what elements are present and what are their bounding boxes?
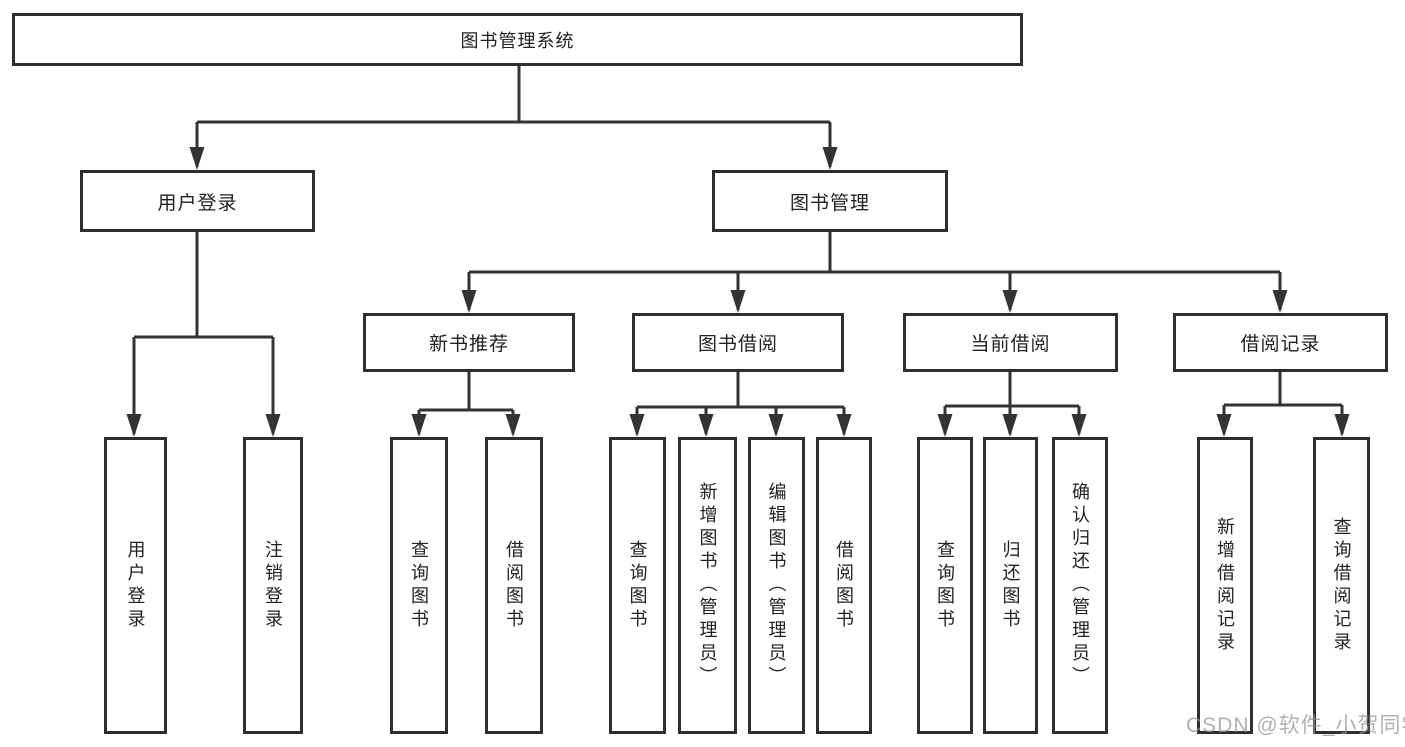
leaf-confirm-return-admin-label: 确认归还（管理员） — [1070, 482, 1090, 689]
leaf-query-borrow-record-label: 查询借阅记录 — [1331, 516, 1352, 655]
leaf-query-books-1: 查询图书 — [390, 437, 448, 734]
leaf-edit-books-admin-label: 编辑图书（管理员） — [766, 482, 787, 689]
leaf-user-login-label: 用户登录 — [125, 539, 146, 632]
leaf-add-books-admin-label: 新增图书（管理员） — [697, 482, 718, 689]
leaf-query-borrow-record: 查询借阅记录 — [1313, 437, 1370, 734]
leaf-confirm-return-admin: 确认归还（管理员） — [1052, 437, 1108, 734]
node-book-management: 图书管理 — [712, 170, 948, 232]
leaf-logout-label: 注销登录 — [263, 539, 283, 632]
leaf-user-login: 用户登录 — [104, 437, 167, 734]
leaf-borrow-books-2: 借阅图书 — [816, 437, 872, 734]
leaf-query-books-2: 查询图书 — [609, 437, 666, 734]
leaf-query-books-2-label: 查询图书 — [627, 539, 648, 632]
leaf-add-borrow-record: 新增借阅记录 — [1197, 437, 1253, 734]
leaf-borrow-books-1: 借阅图书 — [485, 437, 543, 734]
leaf-edit-books-admin: 编辑图书（管理员） — [748, 437, 805, 734]
node-current-borrowing: 当前借阅 — [903, 313, 1118, 372]
leaf-query-books-1-label: 查询图书 — [409, 539, 429, 632]
node-library-management-system: 图书管理系统 — [12, 13, 1023, 66]
leaf-borrow-books-1-label: 借阅图书 — [504, 539, 524, 632]
node-book-borrowing: 图书借阅 — [632, 313, 844, 372]
node-borrowing-records: 借阅记录 — [1173, 313, 1388, 372]
leaf-add-borrow-record-label: 新增借阅记录 — [1215, 516, 1235, 655]
leaf-query-books-3: 查询图书 — [917, 437, 973, 734]
leaf-query-books-3-label: 查询图书 — [935, 539, 955, 632]
csdn-watermark: CSDN @软件_小贺同学 — [1186, 714, 1405, 737]
node-new-book-recommend: 新书推荐 — [363, 313, 575, 372]
node-user-login: 用户登录 — [80, 170, 315, 232]
leaf-borrow-books-2-label: 借阅图书 — [834, 539, 854, 632]
leaf-return-books: 归还图书 — [983, 437, 1038, 734]
leaf-add-books-admin: 新增图书（管理员） — [678, 437, 737, 734]
leaf-return-books-label: 归还图书 — [1000, 539, 1021, 632]
leaf-logout: 注销登录 — [243, 437, 303, 734]
